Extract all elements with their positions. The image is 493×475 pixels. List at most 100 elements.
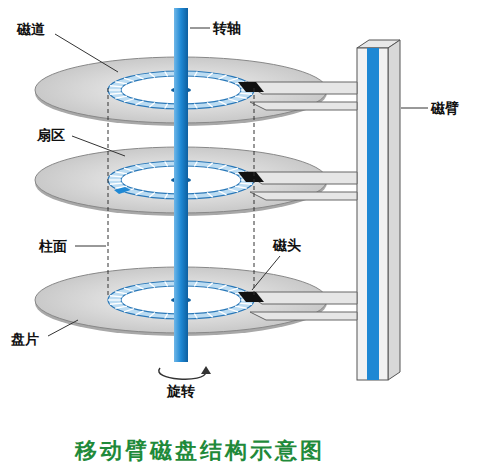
cylinder-line xyxy=(108,88,109,298)
sector-divider xyxy=(149,283,155,288)
sector-divider xyxy=(124,168,134,171)
sector-divider xyxy=(110,86,123,87)
sector-divider xyxy=(135,75,143,79)
sector-divider xyxy=(228,168,238,171)
sector-divider xyxy=(228,189,238,192)
sector-divider xyxy=(149,163,155,168)
sector-divider xyxy=(110,93,123,94)
sector-divider xyxy=(149,193,155,198)
sector-divider xyxy=(115,82,127,84)
sector-divider xyxy=(110,176,123,177)
sector-divider xyxy=(124,78,134,81)
sector-divider xyxy=(165,104,168,109)
part-label: 磁道 xyxy=(16,22,46,37)
part-label: 磁头 xyxy=(272,238,302,253)
sector-divider xyxy=(235,306,247,308)
platter xyxy=(35,90,357,216)
spindle xyxy=(174,90,188,180)
sector-divider xyxy=(149,73,155,78)
part-label: 磁臂 xyxy=(430,101,460,116)
head xyxy=(238,172,264,182)
sector-divider xyxy=(110,303,123,304)
sector-divider xyxy=(218,75,226,79)
sector-divider xyxy=(115,306,127,308)
sector-divider xyxy=(194,71,197,76)
spindle xyxy=(174,8,188,88)
sector-divider xyxy=(218,285,226,289)
sector-divider xyxy=(228,99,238,102)
part-label: 柱面 xyxy=(38,239,68,254)
platter xyxy=(35,30,357,126)
sector-divider xyxy=(239,93,252,94)
sector-divider xyxy=(108,179,121,180)
sector-divider xyxy=(239,303,252,304)
arm xyxy=(250,102,357,110)
sector-divider xyxy=(235,96,247,98)
sector-divider xyxy=(207,283,213,288)
head xyxy=(238,82,264,92)
spindle xyxy=(174,180,188,300)
sector-divider xyxy=(218,165,226,169)
sector-divider xyxy=(108,299,121,300)
sector-divider xyxy=(194,161,197,166)
sector-divider xyxy=(239,183,252,184)
sector-divider xyxy=(218,311,226,315)
sector-divider xyxy=(194,104,197,109)
platter xyxy=(35,180,357,336)
sector-divider xyxy=(110,183,123,184)
arm xyxy=(244,172,357,184)
sector-divider xyxy=(218,101,226,105)
arm xyxy=(244,292,357,304)
sector-divider xyxy=(149,313,155,318)
sector xyxy=(114,187,131,194)
arm-column xyxy=(357,40,400,380)
sector-divider xyxy=(165,281,168,286)
arrow-head xyxy=(201,366,211,374)
part-label: 转轴 xyxy=(212,21,242,36)
sector-divider xyxy=(207,193,213,198)
arm xyxy=(250,192,357,200)
sector-divider xyxy=(228,309,238,312)
sector-divider xyxy=(135,165,143,169)
arm xyxy=(250,312,357,320)
sector-divider xyxy=(228,288,238,291)
sector-divider xyxy=(207,103,213,108)
sector-divider xyxy=(194,194,197,199)
caption: 移动臂磁盘结构示意图 xyxy=(75,436,325,466)
sector-divider xyxy=(115,96,127,98)
leader-lines xyxy=(48,28,428,336)
sector-divider xyxy=(135,285,143,289)
sector-divider xyxy=(115,292,127,294)
sector-divider xyxy=(165,161,168,166)
sector-divider xyxy=(228,78,238,81)
rotation-arrow xyxy=(159,368,206,379)
sector-divider xyxy=(194,281,197,286)
sector-divider xyxy=(207,73,213,78)
sector-divider xyxy=(135,311,143,315)
sector-divider xyxy=(135,101,143,105)
arm xyxy=(244,82,357,94)
sector-divider xyxy=(124,99,134,102)
sector-divider xyxy=(165,194,168,199)
head xyxy=(238,292,264,302)
sector-divider xyxy=(194,314,197,319)
sector-divider xyxy=(124,309,134,312)
spindle xyxy=(174,240,188,300)
spindle xyxy=(174,120,188,180)
spindle xyxy=(174,300,188,362)
part-label: 扇区 xyxy=(36,128,66,143)
part-label: 盘片 xyxy=(10,332,40,347)
part-label: 旋转 xyxy=(166,384,196,399)
sector-divider xyxy=(108,89,121,90)
sector-divider xyxy=(165,314,168,319)
sector-divider xyxy=(235,186,247,188)
sector-divider xyxy=(207,313,213,318)
sector-divider xyxy=(218,191,226,195)
sector-divider xyxy=(115,172,127,174)
sector-divider xyxy=(124,288,134,291)
sector-divider xyxy=(149,103,155,108)
sector-divider xyxy=(135,191,143,195)
sector-divider xyxy=(165,71,168,76)
cylinder-line xyxy=(254,88,255,298)
